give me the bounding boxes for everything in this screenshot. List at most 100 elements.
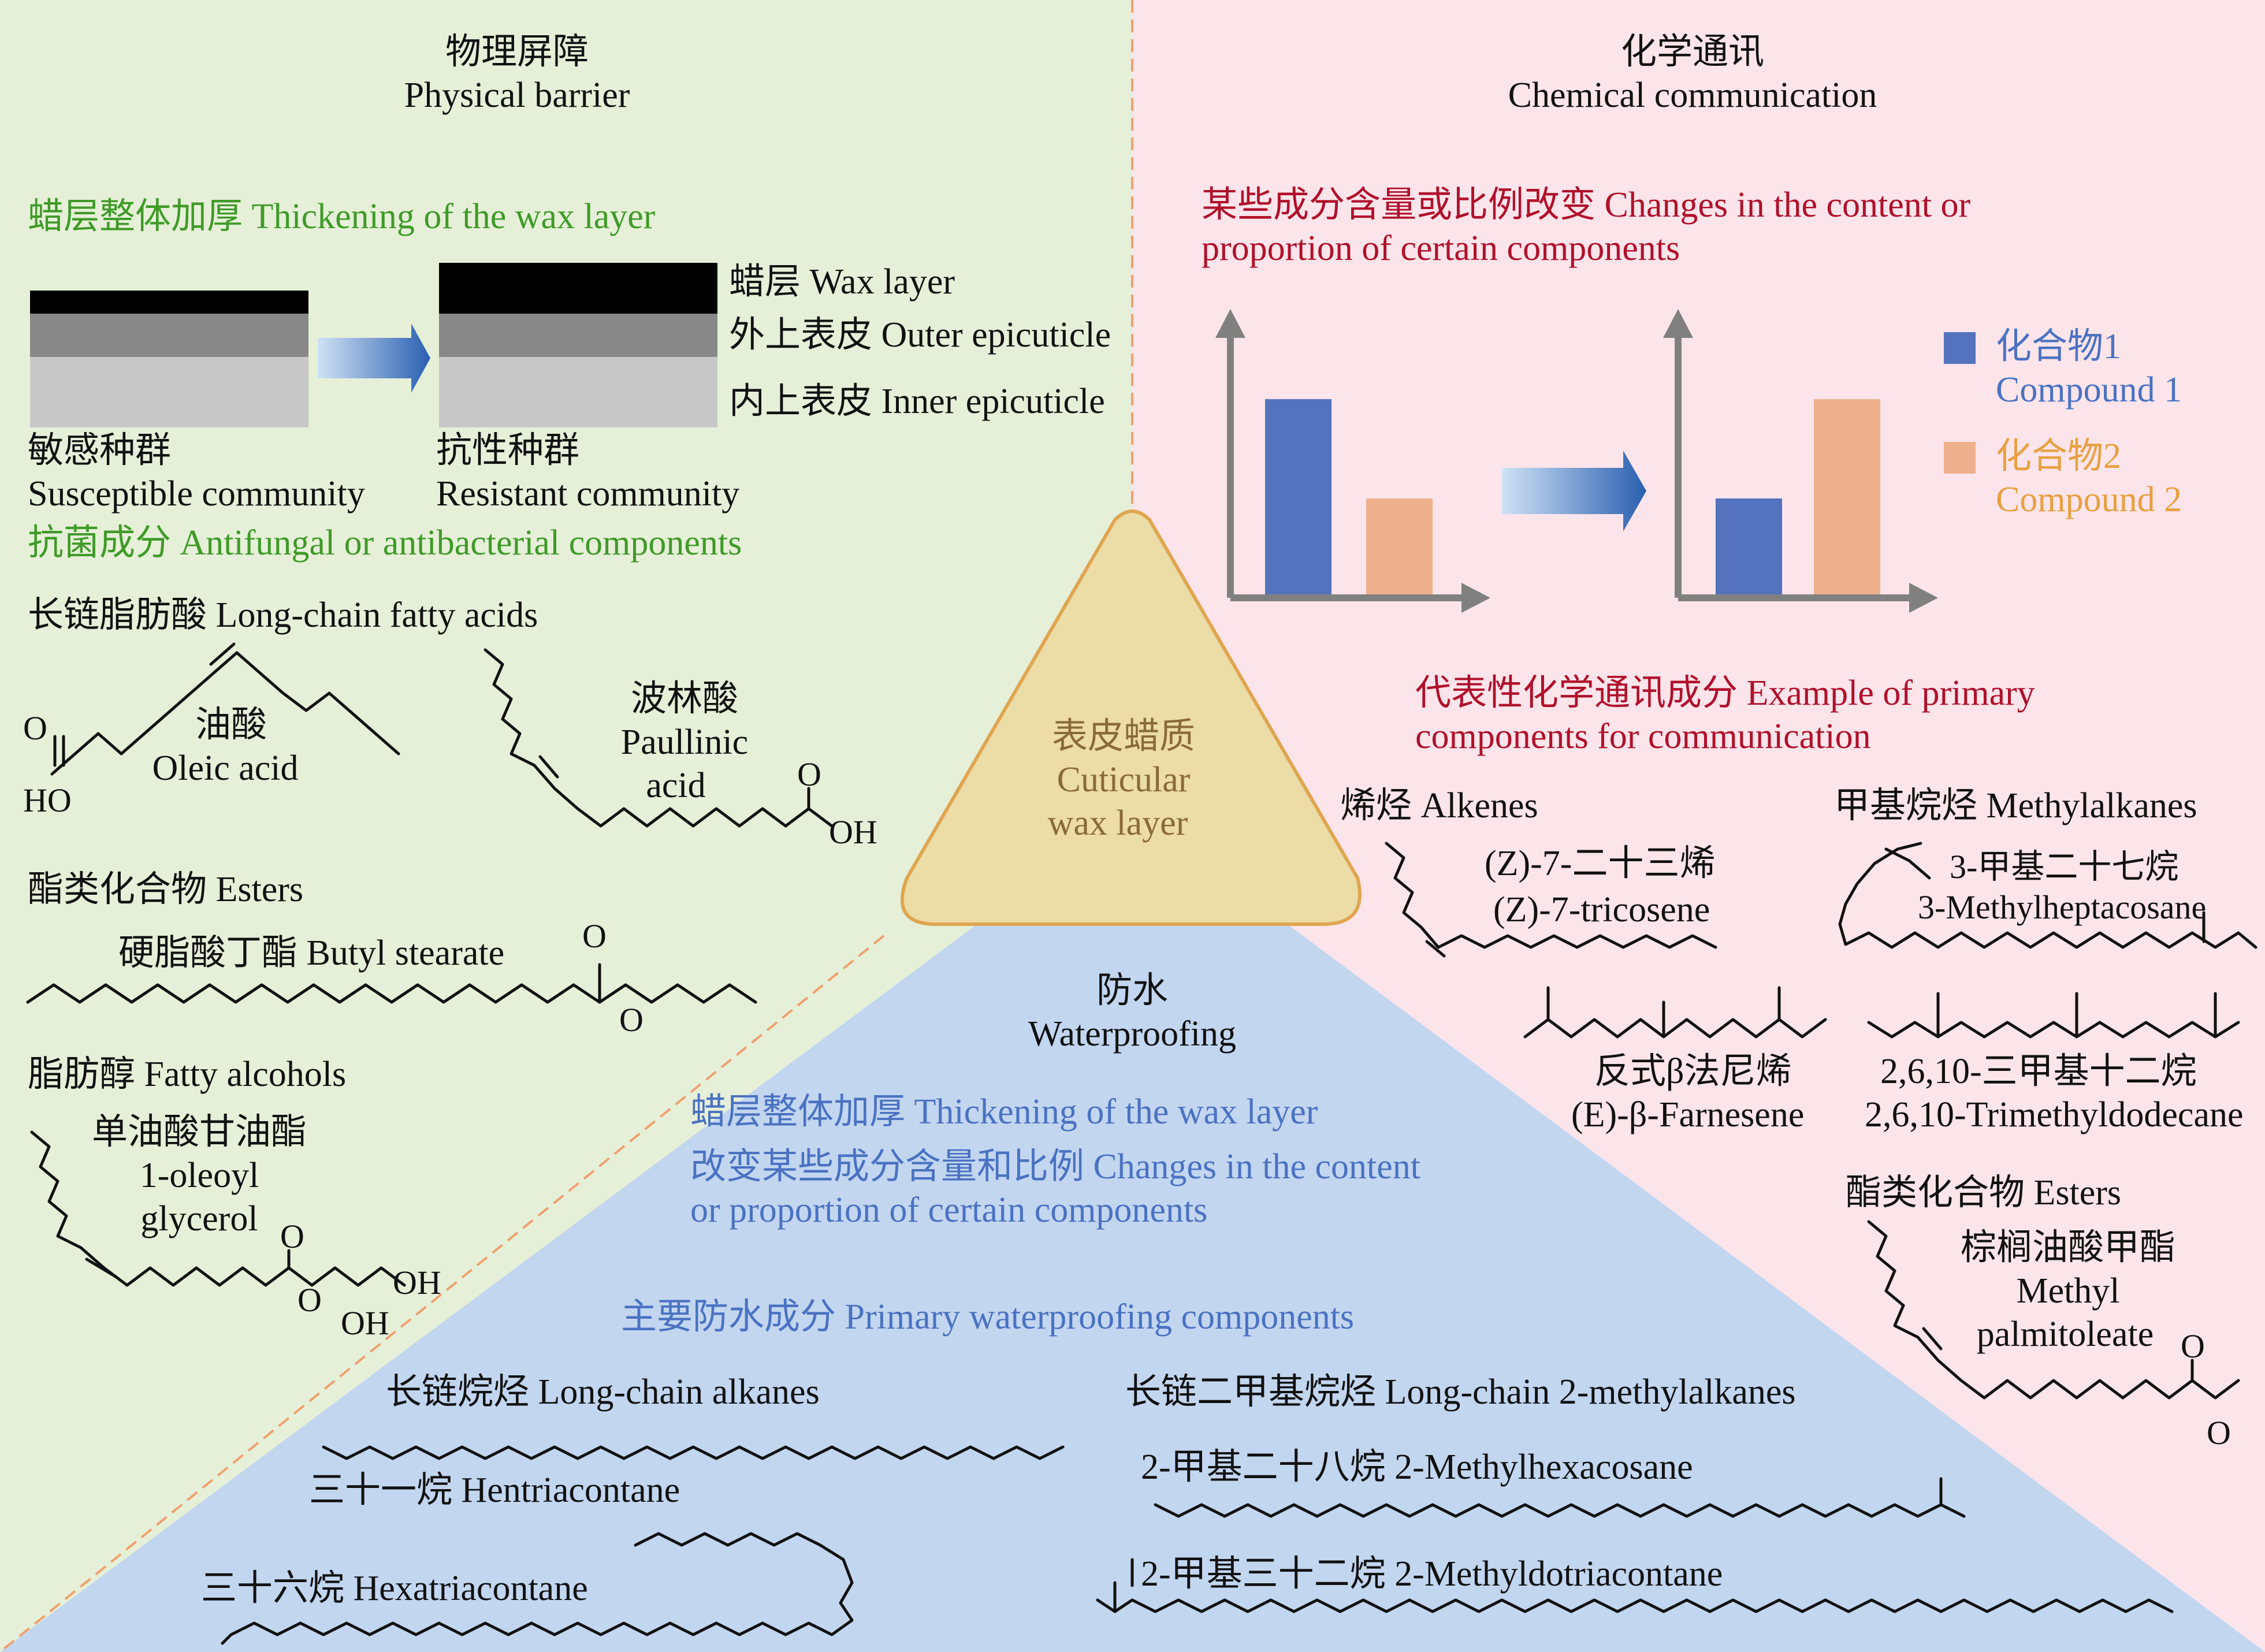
long-chain-alkanes: 长链烷烃 Long-chain alkanes <box>386 1372 820 1412</box>
inner-epicuticle-label: 内上表皮 Inner epicuticle <box>729 382 1105 421</box>
thickening-arrow <box>318 323 430 393</box>
paullinic-en1: Paullinic <box>621 723 748 762</box>
oleic-en: Oleic acid <box>152 749 298 788</box>
palmitoleate-O1: O <box>2181 1327 2205 1365</box>
chemical-changes-line1: 某些成分含量或比例改变 Changes in the content or <box>1202 185 1970 225</box>
hentriacontane-label: 三十一烷 Hentriacontane <box>309 1471 680 1510</box>
change-arrow <box>1502 451 1646 531</box>
bar-2 <box>1366 498 1433 598</box>
center-triangle <box>900 509 1362 926</box>
center-label-en1: Cuticular <box>1057 760 1191 799</box>
oleic-double-bond <box>209 642 236 666</box>
oleoyl-O1: O <box>280 1218 304 1255</box>
oleoyl-double-bond <box>85 1257 117 1278</box>
resistant-zh: 抗性种群 <box>436 431 579 470</box>
waterproof-title-en: Waterproofing <box>1028 1014 1236 1054</box>
farnesene-structure <box>1523 1018 1827 1039</box>
legend-compound2-zh: 化合物2 <box>1996 437 2121 476</box>
bar-chart-after <box>1663 309 1938 613</box>
physical-title-en: Physical barrier <box>404 76 630 115</box>
palmitoleate-en1: Methyl <box>2016 1271 2119 1311</box>
paullinic-OH: OH <box>829 813 877 851</box>
legend-compound2-en: Compound 2 <box>1996 480 2182 519</box>
susceptible-en: Susceptible community <box>28 474 365 514</box>
wax-layer-label: 蜡层 Wax layer <box>729 262 955 302</box>
tricosene-structure <box>1385 842 1717 949</box>
hentriacontane-structure <box>322 1445 1065 1460</box>
paullinic-double-bond <box>538 755 559 779</box>
tricosene-double-bond <box>1425 940 1446 958</box>
fatty-acids-heading: 长链脂肪酸 Long-chain fatty acids <box>28 596 538 635</box>
oleoyl-OH1: OH <box>393 1264 441 1301</box>
center-label-en2: wax layer <box>1048 803 1188 843</box>
waterproof-title-zh: 防水 <box>1096 971 1168 1010</box>
tricosene-en: (Z)-7-tricosene <box>1493 890 1710 929</box>
antifungal-heading: 抗菌成分 Antifungal or antibacterial compone… <box>28 523 742 563</box>
butyl-stearate-structure <box>26 983 757 1004</box>
palmitoleate-structure <box>1867 1220 2240 1400</box>
oleoyl-OH2: OH <box>341 1304 389 1342</box>
oleic-O: O <box>23 709 47 747</box>
hexatriacontane-label: 三十六烷 Hexatriacontane <box>201 1569 588 1608</box>
oleoyl-en2: glycerol <box>140 1199 258 1238</box>
palmitoleate-O2: O <box>2207 1414 2231 1452</box>
butyl-stearate-O2: O <box>619 1001 644 1039</box>
susceptible-outer-epicuticle <box>30 314 308 357</box>
paullinic-zh: 波林酸 <box>631 679 738 719</box>
waterproof-edge-left <box>0 935 885 1652</box>
legend-swatch-compound2 <box>1944 442 1976 474</box>
chemical-title-en: Chemical communication <box>1508 76 1877 115</box>
esters-heading-right: 酯类化合物 Esters <box>1846 1173 2121 1212</box>
legend-swatch-compound1 <box>1944 332 1976 364</box>
waterproof-thickening: 蜡层整体加厚 Thickening of the wax layer <box>690 1092 1318 1132</box>
oleic-zh: 油酸 <box>195 705 267 745</box>
methylheptacosane-tail <box>1884 847 1931 880</box>
resistant-wax-layer <box>439 263 717 314</box>
palmitoleate-en2: palmitoleate <box>1977 1315 2154 1354</box>
hexatriacontane-structure <box>221 1532 854 1645</box>
outer-epicuticle-label: 外上表皮 Outer epicuticle <box>729 315 1111 355</box>
alkenes-heading: 烯烃 Alkenes <box>1340 786 1538 825</box>
y-axis-arrowhead <box>1215 309 1245 338</box>
waterproof-panel <box>0 809 2265 1652</box>
y-axis-arrowhead <box>1663 309 1693 338</box>
susceptible-zh: 敏感种群 <box>28 431 171 470</box>
example-line1: 代表性化学通讯成分 Example of primary <box>1415 674 2035 713</box>
bar-chart-before <box>1215 309 1490 613</box>
bar-2 <box>1814 399 1880 598</box>
trimethyldodecane-structure <box>1867 1021 2240 1039</box>
methylalkanes-heading: 甲基烷烃 Methylalkanes <box>1834 786 2197 825</box>
butyl-stearate-O1: O <box>582 917 607 955</box>
palmitoleate-zh: 棕榈油酸甲酯 <box>1961 1228 2175 1267</box>
methylhexacosane-structure <box>1154 1503 1966 1518</box>
paullinic-structure <box>484 648 834 828</box>
resistant-outer-epicuticle <box>439 314 717 357</box>
methylheptacosane-en: 3-Methylheptacosane <box>1918 888 2206 926</box>
oleic-HO: HO <box>23 782 72 819</box>
chemical-changes-line2: proportion of certain components <box>1202 229 1680 268</box>
methylhexacosane-label: 2-甲基二十八烷 2-Methylhexacosane <box>1141 1448 1693 1487</box>
chemical-title-zh: 化学通讯 <box>1621 32 1764 72</box>
long-chain-methylalkanes: 长链二甲基烷烃 Long-chain 2-methylalkanes <box>1125 1372 1796 1412</box>
susceptible-inner-epicuticle <box>30 357 308 427</box>
bar-1 <box>1716 498 1782 598</box>
methylheptacosane-structure <box>1838 842 2257 949</box>
waterproof-primary: 主要防水成分 Primary waterproofing components <box>621 1297 1354 1337</box>
trimethyldodecane-en: 2,6,10-Trimethyldodecane <box>1865 1095 2243 1134</box>
oleoyl-en1: 1-oleoyl <box>140 1156 259 1195</box>
oleoyl-zh: 单油酸甘油酯 <box>92 1113 307 1152</box>
tricosene-zh: (Z)-7-二十三烯 <box>1485 844 1715 883</box>
oleoyl-glycerol-structure <box>30 1130 406 1287</box>
fatty-alcohols-heading: 脂肪醇 Fatty alcohols <box>28 1055 346 1094</box>
x-axis-arrowhead <box>1461 583 1490 613</box>
waterproof-changes-line2: or proportion of certain components <box>690 1190 1207 1230</box>
physical-title-zh: 物理屏障 <box>445 32 589 72</box>
methyldotriacontane-label: 2-甲基三十二烷 2-Methyldotriacontane <box>1141 1554 1723 1594</box>
methylheptacosane-zh: 3-甲基二十七烷 <box>1950 848 2178 885</box>
butyl-stearate-label: 硬脂酸丁酯 Butyl stearate <box>118 933 504 973</box>
paullinic-O: O <box>797 756 821 793</box>
trimethyldodecane-zh: 2,6,10-三甲基十二烷 <box>1880 1052 2197 1091</box>
bar-1 <box>1265 399 1332 598</box>
palmitoleate-double-bond <box>1922 1327 1943 1350</box>
